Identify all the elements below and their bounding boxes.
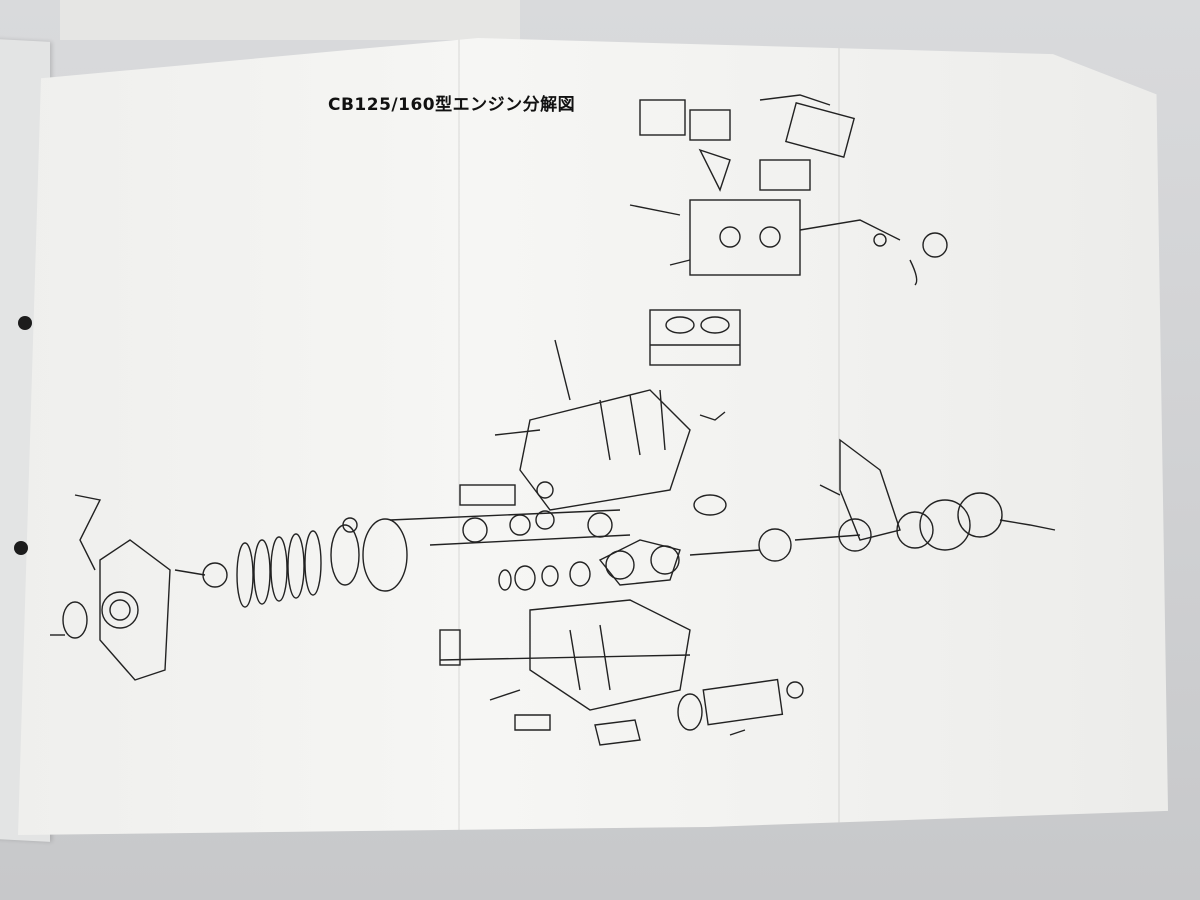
binder-hole-icon: [18, 316, 32, 330]
cylinder-head-group: [629, 94, 948, 286]
background-sheet: [60, 0, 520, 40]
upper-crankcase: [494, 339, 726, 511]
binder-hole-icon: [14, 541, 28, 555]
starter-motor: [677, 678, 804, 736]
page-title: CB125/160型エンジン分解図: [328, 95, 576, 115]
cylinder-block: [649, 309, 741, 366]
left-cover-group: [819, 438, 1056, 552]
shaft-assembly: [389, 484, 861, 586]
lower-crankcase: [439, 561, 691, 746]
fold-line: [838, 38, 840, 835]
paper-sheet: [18, 38, 1168, 835]
clutch-assembly: [174, 517, 408, 608]
right-cover: [50, 494, 171, 681]
fold-line: [458, 38, 460, 835]
